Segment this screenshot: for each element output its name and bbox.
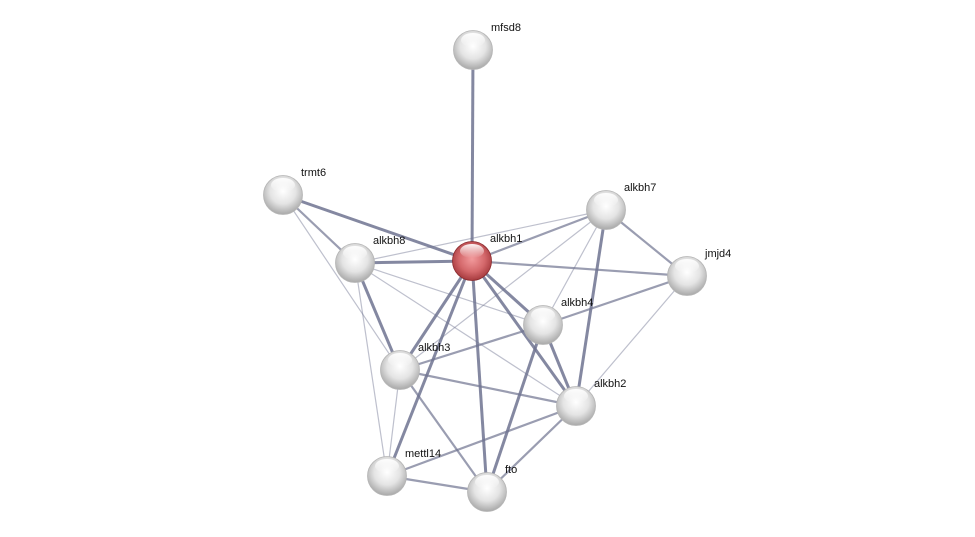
edge-alkbh8-alkbh7[interactable]: [354, 209, 607, 264]
edge-alkbh1-jmjd4[interactable]: [471, 259, 688, 278]
edge-alkbh1-alkbh3[interactable]: [398, 260, 474, 371]
edges-layer: [282, 49, 688, 494]
node-label: alkbh4: [561, 297, 593, 309]
edge-alkbh3-fto[interactable]: [399, 369, 488, 493]
edge-alkbh7-alkbh4[interactable]: [542, 209, 607, 326]
edge-alkbh2-mettl14[interactable]: [386, 404, 577, 478]
node-label: mettl14: [405, 448, 441, 460]
edge-alkbh4-fto[interactable]: [485, 324, 545, 493]
node-trmt6[interactable]: trmt6: [263, 167, 327, 215]
node-highlight: [375, 459, 399, 473]
node-label: alkbh3: [418, 342, 450, 354]
edge-alkbh1-mettl14[interactable]: [385, 260, 474, 477]
edge-alkbh1-alkbh7[interactable]: [471, 208, 607, 263]
edge-trmt6-alkbh3[interactable]: [282, 194, 401, 371]
node-fto[interactable]: fto: [467, 464, 518, 512]
node-label: jmjd4: [704, 248, 731, 260]
edge-alkbh1-alkbh2[interactable]: [470, 260, 578, 407]
node-alkbh7[interactable]: alkbh7: [586, 182, 657, 230]
edge-mfsd8-alkbh1[interactable]: [470, 49, 475, 262]
node-label: alkbh8: [373, 235, 405, 247]
edge-jmjd4-alkbh4[interactable]: [542, 274, 688, 327]
node-highlight: [531, 308, 555, 322]
node-alkbh3[interactable]: alkbh3: [380, 342, 451, 390]
node-label: alkbh7: [624, 182, 656, 194]
node-mfsd8[interactable]: mfsd8: [453, 22, 521, 70]
node-highlight: [594, 193, 618, 207]
node-highlight: [675, 259, 699, 273]
node-label: alkbh2: [594, 378, 626, 390]
node-jmjd4[interactable]: jmjd4: [667, 248, 732, 296]
node-highlight: [343, 246, 367, 260]
node-label: mfsd8: [491, 22, 521, 34]
edge-alkbh8-alkbh2[interactable]: [354, 262, 577, 407]
edge-alkbh3-alkbh2[interactable]: [399, 368, 577, 408]
node-highlight: [461, 33, 485, 47]
node-alkbh1[interactable]: alkbh1: [452, 233, 523, 281]
edge-alkbh7-alkbh3[interactable]: [399, 209, 607, 371]
node-label: trmt6: [301, 167, 326, 179]
edge-alkbh2-fto[interactable]: [486, 405, 577, 493]
edge-alkbh4-alkbh3[interactable]: [399, 323, 544, 372]
node-highlight: [564, 389, 588, 403]
node-alkbh4[interactable]: alkbh4: [523, 297, 594, 345]
node-highlight: [475, 475, 499, 489]
edge-alkbh1-fto[interactable]: [470, 260, 489, 493]
node-highlight: [388, 353, 412, 367]
nodes-layer: mfsd8 trmt6 alkbh7 alkbh1 alkbh8 jmjd4 alkbh4 a…: [263, 22, 732, 512]
node-label: alkbh1: [490, 233, 522, 245]
edge-jmjd4-alkbh2[interactable]: [575, 275, 688, 407]
edge-alkbh8-mettl14[interactable]: [354, 262, 388, 477]
node-mettl14[interactable]: mettl14: [367, 448, 442, 496]
edge-trmt6-alkbh1[interactable]: [282, 193, 473, 263]
node-highlight: [271, 178, 295, 192]
node-label: fto: [505, 464, 517, 476]
node-alkbh2[interactable]: alkbh2: [556, 378, 627, 426]
node-highlight: [460, 244, 484, 258]
node-alkbh8[interactable]: alkbh8: [335, 235, 406, 283]
